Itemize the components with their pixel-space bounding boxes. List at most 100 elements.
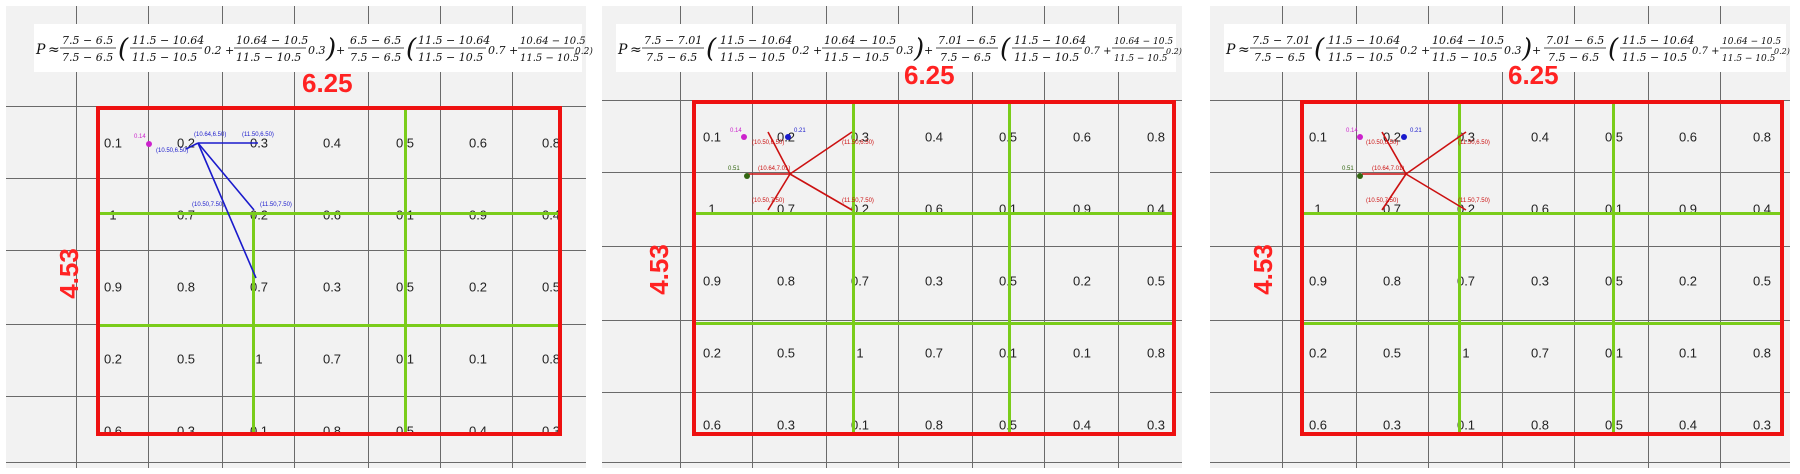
grid-line bbox=[148, 6, 149, 468]
svg-text:0.2 +: 0.2 + bbox=[1400, 44, 1430, 57]
svg-text:11.5 − 10.5: 11.5 − 10.5 bbox=[520, 53, 579, 64]
cell-value: 0.6 bbox=[322, 207, 342, 223]
grid-line bbox=[368, 6, 369, 468]
svg-text:P: P bbox=[617, 42, 628, 58]
svg-text:7.5 − 6.5: 7.5 − 6.5 bbox=[350, 51, 401, 64]
grid-line bbox=[6, 396, 586, 397]
green-grid-line bbox=[1302, 212, 1782, 215]
cell-value: 0.4 bbox=[541, 207, 561, 223]
svg-text:11.5 − 10.5: 11.5 − 10.5 bbox=[418, 51, 483, 64]
interpolation-panel-3: P ≈ 7.5 − 7.01 7.5 − 6.5 ( 11.5 − 10.64 … bbox=[1210, 6, 1790, 468]
cell-value: 0.9 bbox=[103, 279, 123, 295]
cell-value: 0.4 bbox=[1072, 417, 1092, 433]
cell-value: 0.5 bbox=[776, 345, 796, 361]
grid-line bbox=[680, 6, 681, 468]
svg-text:0.2 +: 0.2 + bbox=[204, 44, 234, 57]
green-grid-line bbox=[252, 212, 255, 434]
cell-value: 0.2 bbox=[1072, 273, 1092, 289]
annotation-layer bbox=[741, 131, 853, 211]
grid-line bbox=[512, 6, 513, 468]
cell-value: 0.6 bbox=[1072, 129, 1092, 145]
svg-text:(: ( bbox=[406, 34, 417, 64]
point-value-label: 0.51 bbox=[728, 166, 740, 172]
svg-text:7.01 − 6.5: 7.01 − 6.5 bbox=[1546, 34, 1604, 47]
svg-text:10.64 − 10.5: 10.64 − 10.5 bbox=[1722, 37, 1781, 47]
point-value-label: 0.21 bbox=[794, 128, 806, 134]
grid-line bbox=[1574, 6, 1575, 468]
grid-line bbox=[1118, 6, 1119, 468]
svg-text:11.5 − 10.5: 11.5 − 10.5 bbox=[1014, 51, 1079, 64]
cell-value: 0.5 bbox=[1146, 273, 1166, 289]
grid-line bbox=[6, 462, 586, 463]
svg-text:(: ( bbox=[1314, 34, 1325, 64]
width-label: 6.25 bbox=[904, 60, 955, 90]
grid-line bbox=[602, 172, 1182, 173]
svg-text:): ) bbox=[1521, 34, 1532, 64]
cell-value: 0.8 bbox=[1752, 345, 1772, 361]
grid-line bbox=[6, 250, 586, 251]
coord-label: (11.50,6.50) bbox=[1458, 140, 1490, 146]
cell-value: 0.8 bbox=[541, 351, 561, 367]
cell-value: 0.3 bbox=[1456, 129, 1476, 145]
svg-text:≈: ≈ bbox=[1238, 42, 1250, 58]
svg-text:7.5 − 6.5: 7.5 − 6.5 bbox=[1254, 51, 1305, 64]
interpolation-formula: P ≈ 7.5 − 7.01 7.5 − 6.5 ( 11.5 − 10.64 … bbox=[616, 24, 1182, 72]
cell-value: 0.8 bbox=[776, 273, 796, 289]
cell-value: 1 bbox=[856, 345, 864, 361]
grid-line bbox=[602, 320, 1182, 321]
cell-value: 0.1 bbox=[1456, 417, 1476, 433]
cell-value: 1 bbox=[1314, 201, 1322, 217]
cell-value: 0.7 bbox=[1530, 345, 1550, 361]
grid-line bbox=[294, 6, 295, 468]
grid-line bbox=[972, 6, 973, 468]
svg-text:(: ( bbox=[706, 34, 717, 64]
cell-value: 0.4 bbox=[924, 129, 944, 145]
green-grid-line bbox=[852, 102, 855, 434]
coord-label: (10.50,7.50) bbox=[192, 202, 225, 208]
svg-text:): ) bbox=[913, 34, 924, 64]
grid-line bbox=[602, 462, 1182, 463]
region-border bbox=[1300, 100, 1784, 436]
svg-text:11.5 − 10.64: 11.5 − 10.64 bbox=[418, 34, 490, 47]
point-value-label: 0.14 bbox=[134, 134, 146, 140]
coord-label: (10.50,6.50) bbox=[752, 140, 785, 146]
cell-value: 0.1 bbox=[1072, 345, 1092, 361]
cell-value: 0.9 bbox=[468, 207, 488, 223]
coord-label: (10.64,7.01) bbox=[758, 166, 791, 172]
cell-value: 0.8 bbox=[1382, 273, 1402, 289]
svg-text:0.2): 0.2) bbox=[1774, 47, 1790, 56]
svg-text:11.5 − 10.5: 11.5 − 10.5 bbox=[236, 51, 301, 64]
cell-value: 0.8 bbox=[1146, 345, 1166, 361]
cell-value: 0.5 bbox=[1752, 273, 1772, 289]
svg-text:+: + bbox=[924, 44, 933, 57]
svg-text:10.64 − 10.5: 10.64 − 10.5 bbox=[520, 36, 586, 47]
formula-render: P ≈ 7.5 − 7.01 7.5 − 6.5 ( 11.5 − 10.64 … bbox=[617, 34, 1182, 64]
green-grid-line bbox=[694, 322, 1174, 325]
coord-label: (10.50,7.50) bbox=[1366, 198, 1399, 204]
grid-line bbox=[440, 6, 441, 468]
svg-text:0.2): 0.2) bbox=[575, 46, 593, 57]
grid-line bbox=[898, 6, 899, 468]
cell-value: 0.1 bbox=[702, 129, 722, 145]
point-value-label: 0.14 bbox=[1346, 128, 1358, 134]
svg-text:0.7 +: 0.7 + bbox=[1084, 46, 1111, 57]
point-value-label: 0.51 bbox=[1342, 166, 1354, 172]
cell-value: 0.6 bbox=[1308, 417, 1328, 433]
green-grid-line bbox=[98, 212, 560, 215]
cell-value: 0.3 bbox=[1530, 273, 1550, 289]
annotation-layer bbox=[1357, 131, 1467, 211]
coord-label: (10.64,6.50) bbox=[194, 132, 227, 138]
svg-text:11.5 − 10.64: 11.5 − 10.64 bbox=[1014, 34, 1086, 47]
grid-line bbox=[1210, 462, 1790, 463]
cell-value: 0.3 bbox=[776, 417, 796, 433]
cell-value: 0.8 bbox=[176, 279, 196, 295]
grid-line bbox=[602, 392, 1182, 393]
svg-text:(: ( bbox=[118, 34, 129, 64]
grid-line bbox=[1282, 6, 1283, 468]
svg-text:0.3: 0.3 bbox=[308, 44, 326, 57]
svg-text:11.5 − 10.5: 11.5 − 10.5 bbox=[720, 51, 785, 64]
cell-value: 0.7 bbox=[1456, 273, 1476, 289]
width-label: 6.25 bbox=[302, 68, 353, 98]
cell-value: 0.8 bbox=[1146, 129, 1166, 145]
grid-line bbox=[1428, 6, 1429, 468]
